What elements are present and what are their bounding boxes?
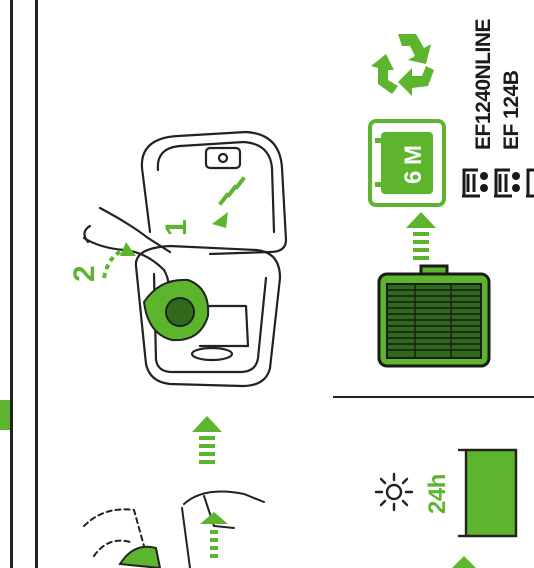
section-divider (333, 396, 534, 398)
arrow-icon (404, 210, 438, 266)
step-number-1: 1 (160, 220, 194, 236)
filter-cassette-image (375, 262, 493, 370)
sun-icon (374, 472, 414, 512)
model-code-secondary: EF 124B (500, 71, 524, 150)
section-tab (0, 400, 10, 430)
left-border-inner (35, 0, 38, 568)
step-number-2: 2 (68, 266, 102, 282)
basket-icon (458, 162, 534, 202)
model-code-primary: EF1240NLINE (472, 19, 496, 150)
arrow-icon (452, 556, 476, 568)
drying-filter-image (454, 444, 534, 540)
dry-time-label: 24h (424, 474, 452, 514)
cleaning-illustration (64, 486, 274, 568)
arrow-icon (190, 414, 224, 468)
left-border-outer (10, 0, 13, 568)
filter-life-label: 6 M (400, 145, 428, 184)
vacuum-open-lid-illustration (60, 128, 290, 390)
recycle-icon (368, 28, 444, 104)
